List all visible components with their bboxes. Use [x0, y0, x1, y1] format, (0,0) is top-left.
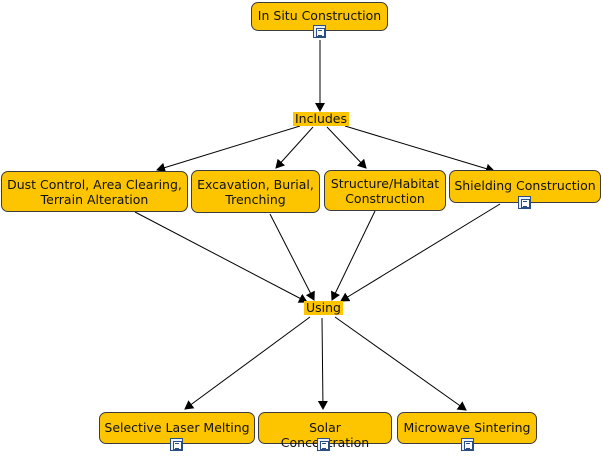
connector-using-to-solar — [317, 317, 328, 410]
concept-label: Excavation, Burial, Trenching — [197, 176, 314, 207]
concept-label: Dust Control, Area Clearing, Terrain Alt… — [7, 176, 182, 207]
connector-using-to-laser — [184, 316, 311, 410]
concept-microwave-sintering[interactable]: Microwave Sintering — [397, 412, 537, 444]
connector-shielding-to-using — [340, 203, 501, 302]
concept-label: In Situ Construction — [257, 8, 382, 23]
concept-in-situ-construction[interactable]: In Situ Construction — [251, 2, 388, 31]
concept-label: Selective Laser Melting — [104, 420, 250, 435]
document-icon[interactable] — [313, 25, 326, 38]
concept-solar-concentration[interactable]: Solar Concentration — [258, 412, 392, 450]
connector-includes-to-shielding — [344, 125, 495, 174]
connector-dust-to-using — [134, 211, 308, 303]
linker-using: Using — [304, 300, 343, 315]
connector-includes-to-dust — [156, 125, 301, 173]
connector-excavation-to-using — [269, 213, 315, 301]
concept-excavation[interactable]: Excavation, Burial, Trenching — [191, 170, 320, 213]
connector-includes-to-structure — [326, 126, 367, 169]
connector-includes-to-excavation — [275, 126, 314, 169]
concept-dust-control[interactable]: Dust Control, Area Clearing, Terrain Alt… — [1, 171, 188, 212]
document-icon[interactable] — [518, 196, 531, 209]
linker-includes: Includes — [293, 111, 350, 126]
concept-label: Microwave Sintering — [403, 420, 531, 435]
document-icon[interactable] — [317, 438, 330, 451]
connector-structure-to-using — [330, 210, 376, 301]
connector-using-to-microwave — [334, 316, 467, 411]
document-icon[interactable] — [461, 438, 474, 451]
document-icon[interactable] — [170, 438, 183, 451]
concept-label: Structure/Habitat Construction — [330, 175, 440, 206]
concept-selective-laser-melting[interactable]: Selective Laser Melting — [99, 412, 255, 444]
concept-label: Shielding Construction — [454, 178, 596, 193]
concept-structure-habitat[interactable]: Structure/Habitat Construction — [324, 170, 446, 211]
